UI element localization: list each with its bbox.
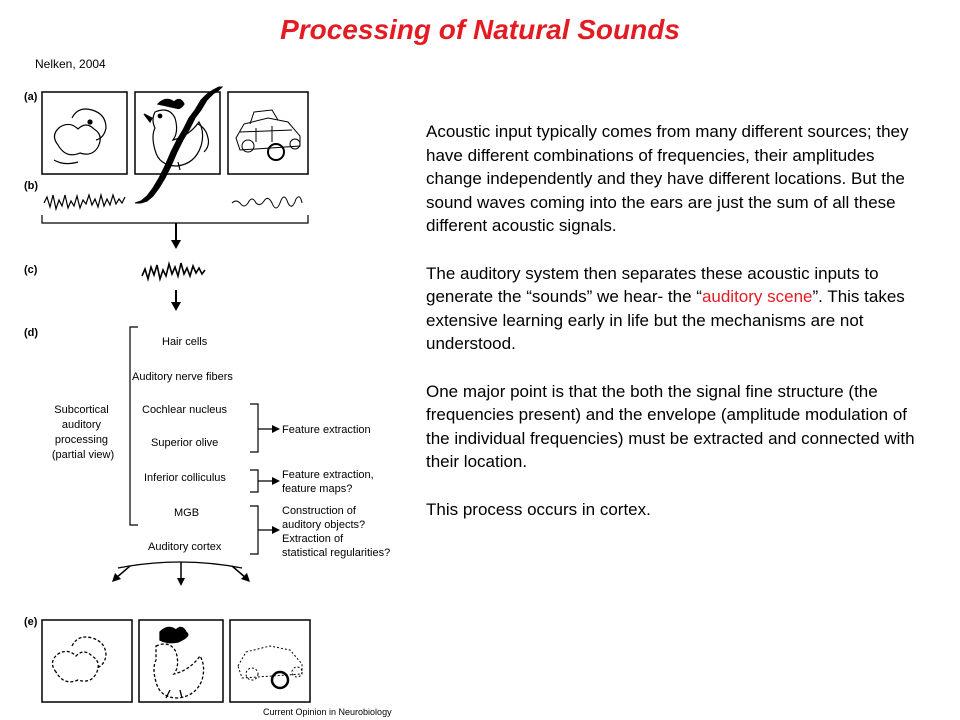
stage-inferior-colliculus: Inferior colliculus <box>144 472 226 484</box>
reconstructed-car-frame <box>229 619 311 703</box>
hierarchy-bracket <box>129 326 138 526</box>
figure-footer: Current Opinion in Neurobiology <box>263 707 392 717</box>
function-bracket-2 <box>250 469 272 493</box>
auditory-scene-highlight: auditory scene <box>701 287 813 307</box>
function-feature-extraction: Feature extraction <box>282 424 371 436</box>
source-waveforms <box>41 86 309 249</box>
stage-auditory-cortex: Auditory cortex <box>148 541 222 553</box>
function-feature-maps: Feature extraction, feature maps? <box>282 469 377 495</box>
output-bracket <box>117 561 243 569</box>
stage-cochlear-nucleus: Cochlear nucleus <box>142 404 227 416</box>
reconstructed-car-icon <box>237 645 303 690</box>
reconstructed-dog-frame <box>41 619 133 703</box>
panel-label-d: (d) <box>24 327 38 339</box>
summation-bracket <box>41 215 309 224</box>
panel-label-a: (a) <box>24 91 38 103</box>
citation: Nelken, 2004 <box>35 57 106 71</box>
panel-label-c: (c) <box>24 264 38 276</box>
reconstructed-images <box>41 619 311 703</box>
auditory-hierarchy: Hair cells Auditory nerve fibers Cochlea… <box>52 326 390 586</box>
panel-label-b: (b) <box>24 180 38 192</box>
paragraph-1: Acoustic input typically comes from many… <box>426 122 909 236</box>
dog-image-frame <box>41 91 128 175</box>
rooster-image-frame <box>134 91 221 175</box>
paragraph-2-start: The auditory system then separates these… <box>426 263 879 307</box>
page-title: Processing of Natural Sounds <box>280 14 680 45</box>
paragraph-4: This process occurs in cortex. <box>426 499 651 519</box>
arrow-out-left <box>115 565 131 579</box>
waveform-1 <box>43 192 126 212</box>
combined-waveform <box>141 260 206 311</box>
waveform-3 <box>231 196 303 209</box>
reconstructed-rooster-frame <box>138 619 224 703</box>
car-image-frame <box>227 91 309 175</box>
function-bracket-1 <box>250 403 272 453</box>
function-bracket-3 <box>250 505 272 555</box>
stage-hair-cells: Hair cells <box>162 336 208 348</box>
stage-mgb: MGB <box>174 507 199 519</box>
stage-auditory-nerve: Auditory nerve fibers <box>132 371 233 383</box>
arrow-out-right <box>231 565 247 579</box>
subcortical-label: Subcortical auditory processing (partial… <box>52 404 114 461</box>
panel-label-e: (e) <box>24 616 38 628</box>
arrow-head-1 <box>171 240 181 249</box>
paragraph-3: One major point is that the both the sig… <box>426 381 915 472</box>
reconstructed-rooster-icon <box>153 626 205 699</box>
reconstructed-dog-icon <box>51 636 107 683</box>
car-drawing-icon <box>235 109 301 161</box>
paragraph-2-end: ”. This takes extensive learning early i… <box>426 287 905 354</box>
stage-superior-olive: Superior olive <box>151 437 218 449</box>
waveform-2 <box>134 86 224 204</box>
dog-drawing-icon <box>53 108 107 165</box>
function-auditory-objects: Construction of auditory objects? Extrac… <box>282 505 390 559</box>
source-images <box>41 91 309 175</box>
paragraph-2: The auditory system then separates these… <box>426 262 916 356</box>
body-text: Acoustic input typically comes from many… <box>426 120 916 545</box>
